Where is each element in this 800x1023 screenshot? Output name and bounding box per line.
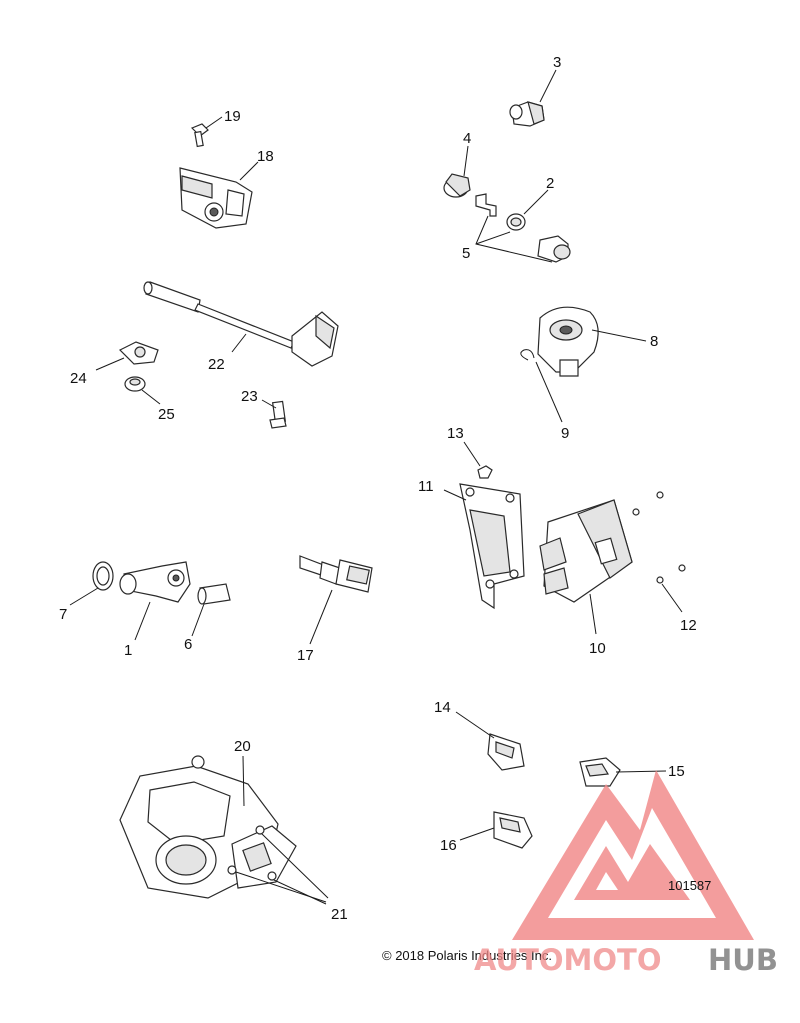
callout-9: 9: [561, 425, 569, 442]
part-17-illustration: [299, 555, 373, 593]
part-9-illustration: [520, 349, 535, 361]
part-4-illustration: [443, 173, 471, 198]
part-3-illustration: [509, 101, 545, 127]
illustration-id: 101587: [668, 878, 711, 893]
watermark-text-automoto: AUTOMOTO: [474, 943, 661, 977]
copyright-text: © 2018 Polaris Industries Inc.: [382, 948, 552, 963]
callout-4: 4: [463, 130, 471, 147]
callout-22: 22: [208, 356, 225, 373]
part-19-illustration: [190, 123, 209, 148]
callout-7: 7: [59, 606, 67, 623]
part-25-illustration: [124, 376, 146, 392]
callout-2: 2: [546, 175, 554, 192]
callout-18: 18: [257, 148, 274, 165]
callout-17: 17: [297, 647, 314, 664]
callout-14: 14: [434, 699, 451, 716]
callout-16: 16: [440, 837, 457, 854]
part-12-illustration: [632, 491, 686, 584]
part-10-illustration: [539, 499, 633, 603]
part-14-illustration: [487, 733, 525, 771]
watermark-logo-icon: [512, 770, 754, 940]
callout-13: 13: [447, 425, 464, 442]
part-18-illustration: [179, 167, 253, 229]
callout-24: 24: [70, 370, 87, 387]
callout-20: 20: [234, 738, 251, 755]
callout-6: 6: [184, 636, 192, 653]
part-22-illustration: [143, 281, 339, 367]
callout-19: 19: [224, 108, 241, 125]
part-16-illustration: [493, 811, 533, 849]
callout-21: 21: [331, 906, 348, 923]
callout-23: 23: [241, 388, 258, 405]
callout-11: 11: [418, 478, 434, 495]
part-5-illustration: [475, 193, 571, 263]
part-15-illustration: [579, 757, 621, 787]
callout-25: 25: [158, 406, 175, 423]
callout-1: 1: [124, 642, 132, 659]
callout-5: 5: [462, 245, 470, 262]
part-6-illustration: [197, 583, 231, 605]
part-23-illustration: [269, 400, 287, 429]
part-13-illustration: [477, 465, 493, 479]
watermark-text-hub: HUB: [708, 943, 778, 977]
callout-15: 15: [668, 763, 685, 780]
part-24-illustration: [118, 341, 159, 365]
part-1-illustration: [119, 561, 191, 603]
callout-3: 3: [553, 54, 561, 71]
callout-8: 8: [650, 333, 658, 350]
part-11-illustration: [459, 483, 525, 610]
callout-12: 12: [680, 617, 697, 634]
part-7-illustration: [92, 561, 114, 591]
callout-10: 10: [589, 640, 606, 657]
part-20-21-illustration: [119, 755, 297, 899]
part-8-illustration: [537, 306, 599, 377]
